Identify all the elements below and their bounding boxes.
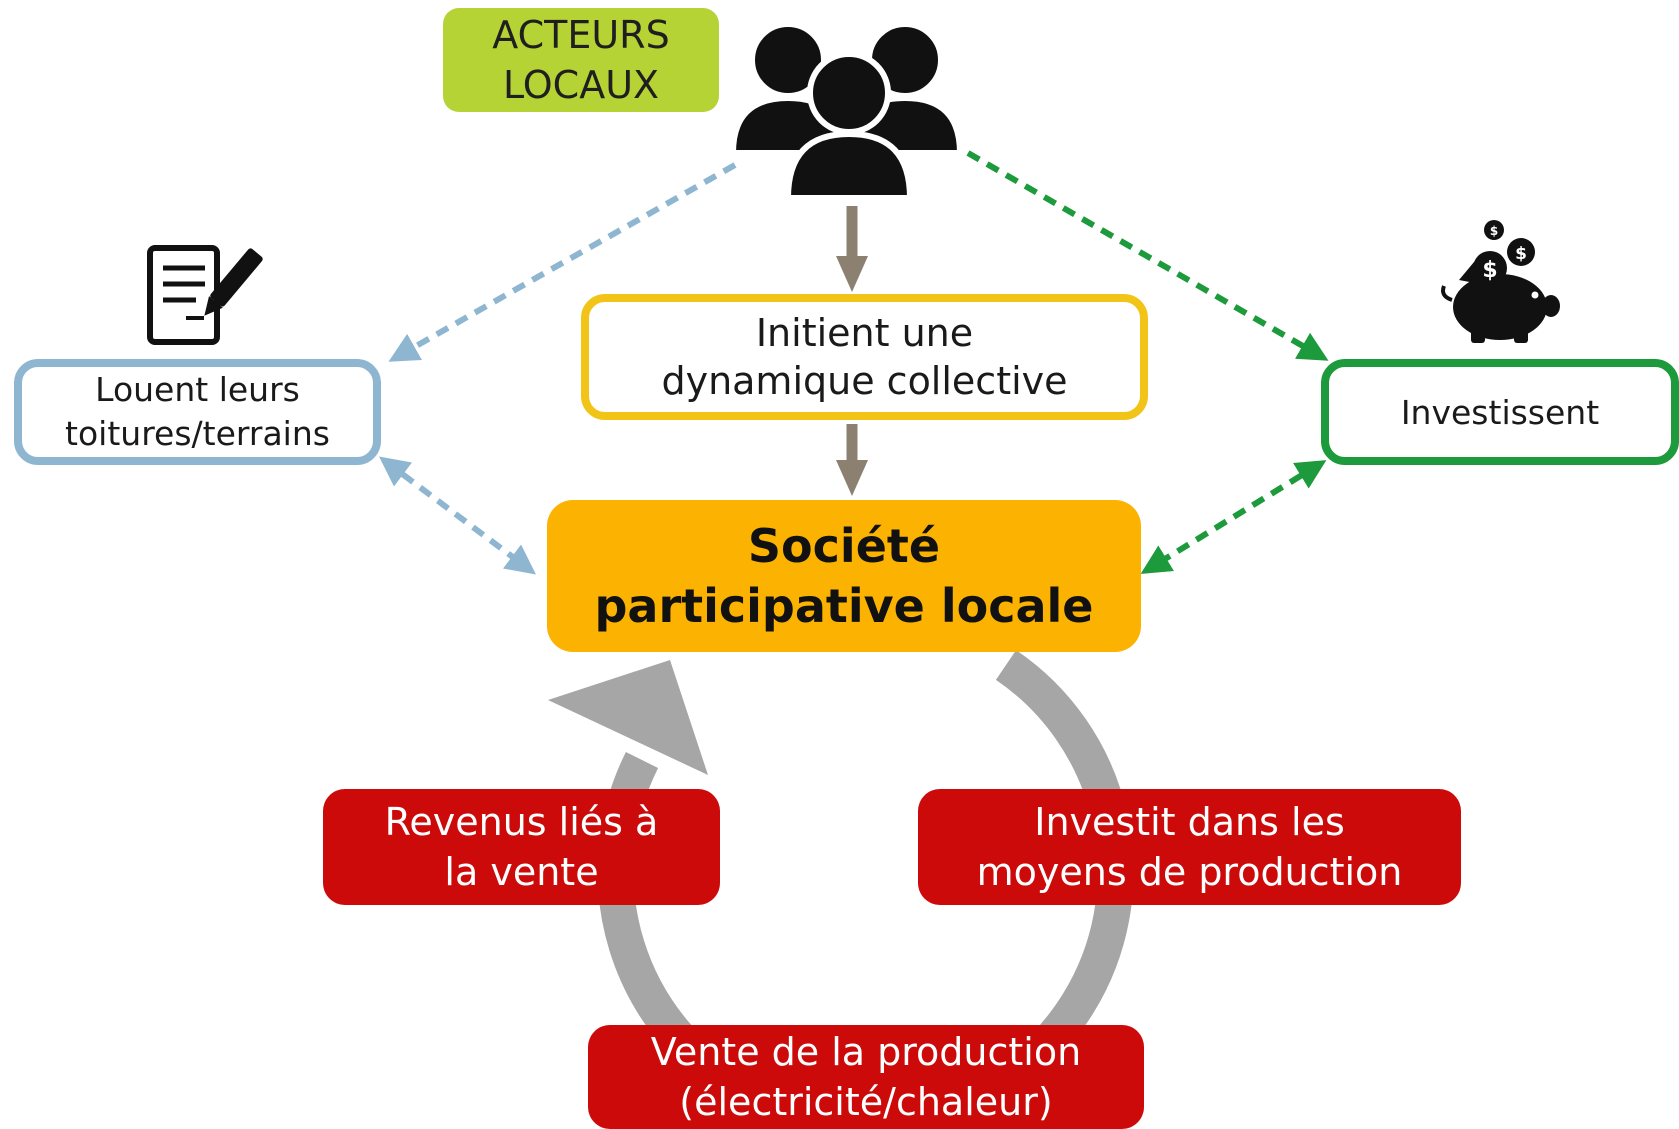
louent-line1: Louent leurs: [95, 370, 300, 409]
arrow-people-to-initient: [836, 206, 868, 292]
signed-document-icon: [147, 245, 263, 345]
cycle-arrowhead: [548, 660, 708, 775]
group-of-people-icon: [729, 21, 964, 201]
dollar-symbol: $: [1482, 258, 1497, 283]
piggy-bank-icon: $ $ $: [1441, 220, 1560, 343]
dollar-symbol: $: [1490, 224, 1498, 238]
acteurs-line1: ACTEURS: [492, 13, 670, 57]
revenus-line2: la vente: [444, 850, 599, 894]
acteurs-line2: LOCAUX: [502, 63, 660, 107]
dollar-symbol: $: [1515, 244, 1527, 264]
initient-line2: dynamique collective: [661, 359, 1068, 403]
revenus-line1: Revenus liés à: [384, 800, 659, 844]
vente-line2: (électricité/chaleur): [679, 1080, 1053, 1124]
vente-box: Vente de la production (électricité/chal…: [588, 1025, 1144, 1129]
acteurs-locaux-label: ACTEURS LOCAUX: [443, 8, 719, 112]
louent-box: Louent leurs toitures/terrains: [14, 359, 381, 465]
initient-box: Initient une dynamique collective: [581, 294, 1148, 420]
revenus-box: Revenus liés à la vente: [323, 789, 720, 905]
investit-box: Investit dans les moyens de production: [918, 789, 1461, 905]
dashed-arrow-people-to-investissent: [966, 150, 1329, 361]
arrow-initient-to-societe: [836, 424, 868, 496]
vente-line1: Vente de la production: [650, 1030, 1082, 1074]
societe-box: Société participative locale: [547, 500, 1141, 652]
investissent-label: Investissent: [1400, 392, 1600, 432]
investit-line1: Investit dans les: [1034, 800, 1345, 844]
societe-line1: Société: [747, 519, 941, 573]
dashed-arrow-louent-societe: [379, 456, 536, 575]
societe-line2: participative locale: [594, 579, 1094, 633]
louent-line2: toitures/terrains: [65, 414, 330, 453]
dashed-arrow-investissent-societe: [1140, 460, 1327, 574]
investit-line2: moyens de production: [976, 850, 1403, 894]
initient-line1: Initient une: [755, 311, 974, 355]
investissent-box: Investissent: [1321, 359, 1679, 465]
